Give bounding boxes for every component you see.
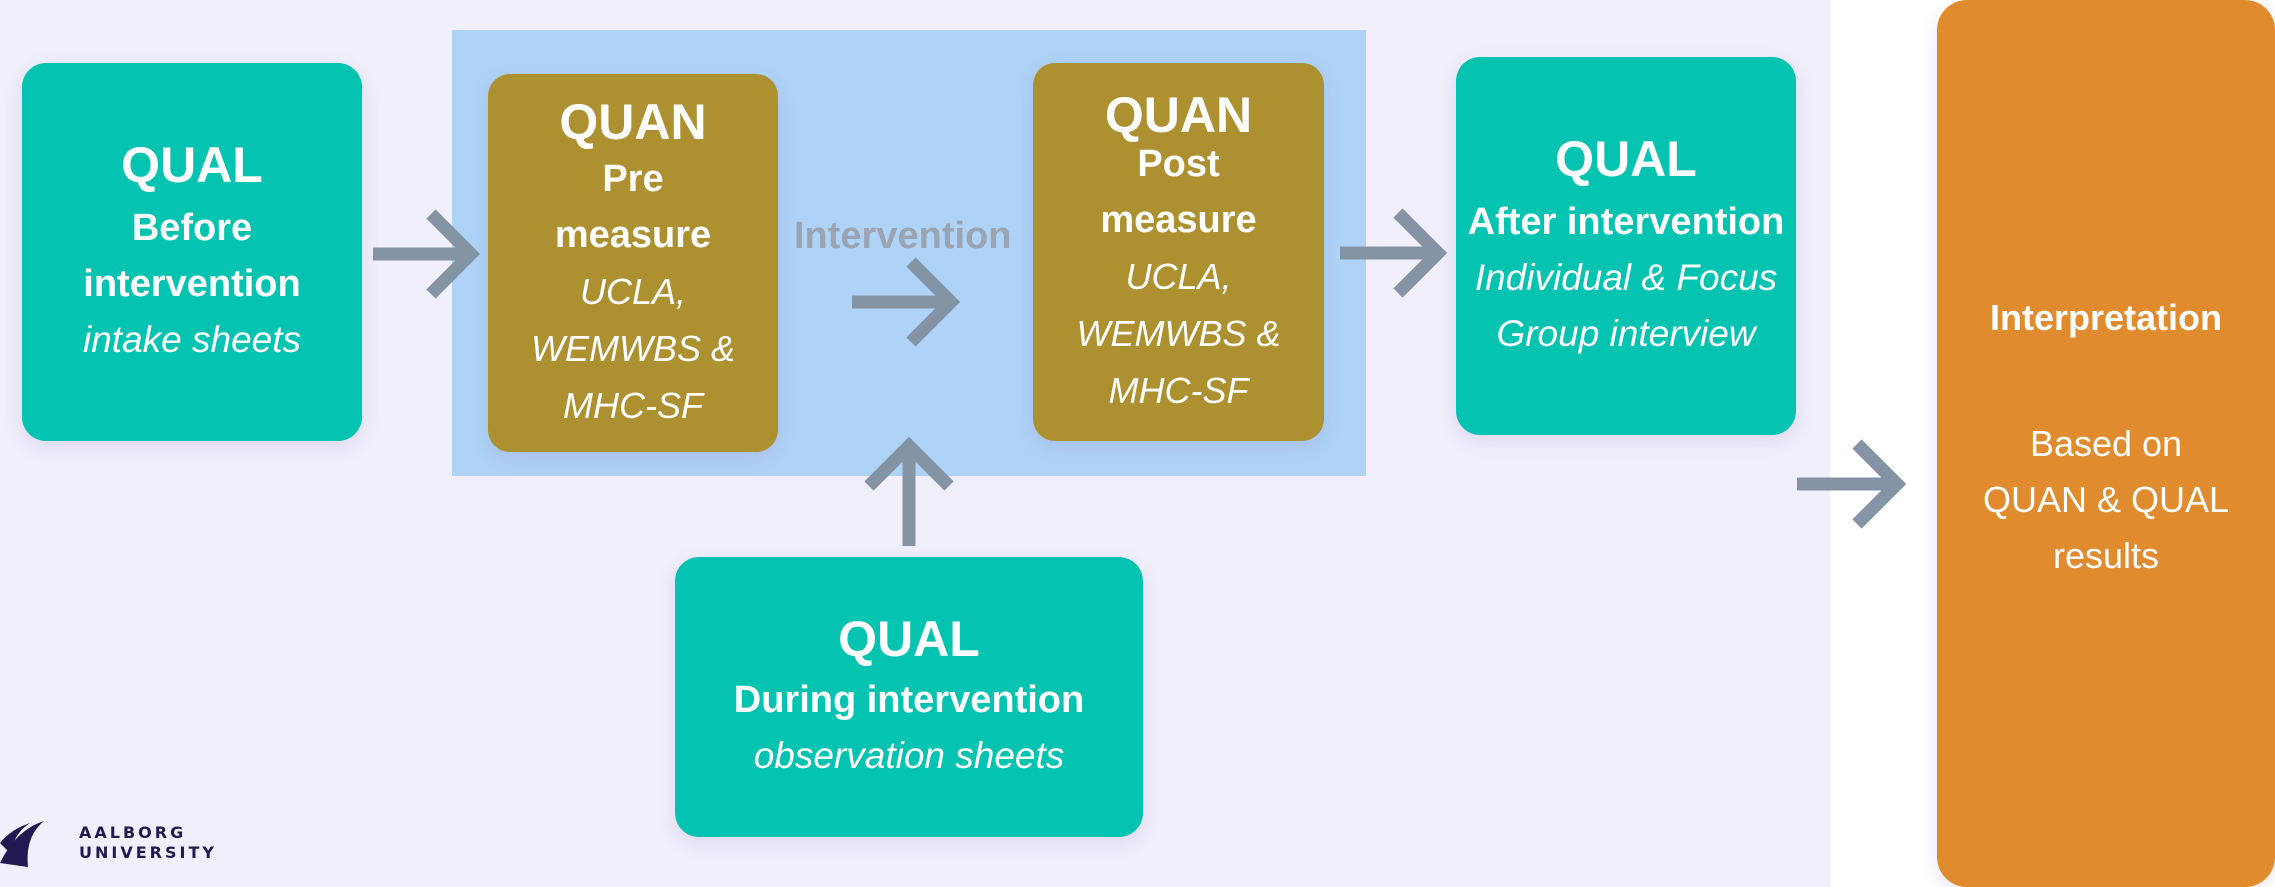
- interpretation-line2: QUAN & QUAL: [1982, 479, 2230, 520]
- quan-pre-line1: Pre: [602, 157, 664, 200]
- quan-post-title: QUAN: [1104, 86, 1253, 143]
- quan-pre-box: QUAN Pre measure UCLA, WEMWBS & MHC-SF: [488, 74, 778, 452]
- intervention-label: Intervention: [794, 215, 1012, 257]
- interpretation-line1: Based on: [2029, 423, 2183, 464]
- interpretation-line3: results: [2052, 535, 2160, 576]
- aalborg-wave-icon: [0, 821, 44, 867]
- qual-during-line1: During intervention: [733, 679, 1085, 721]
- qual-before-line2: intervention: [83, 263, 301, 305]
- qual-after-title: QUAL: [1555, 131, 1697, 187]
- arrow-post-to-after: [1340, 208, 1448, 298]
- aalborg-university-logo: AALBORG UNIVERSITY: [0, 815, 214, 875]
- quan-pre-line2: measure: [554, 213, 712, 256]
- arrow-to-interpretation: [1797, 439, 1907, 529]
- quan-post-box: QUAN Post measure UCLA, WEMWBS & MHC-SF: [1033, 63, 1324, 441]
- quan-pre-title: QUAN: [559, 93, 707, 150]
- qual-before-title: QUAL: [121, 137, 263, 193]
- qual-before-line1: Before: [131, 207, 253, 249]
- qual-after-box: QUAL After intervention Individual & Foc…: [1456, 57, 1796, 435]
- qual-during-box: QUAL During intervention observation she…: [675, 557, 1143, 837]
- qual-after-line3: Group interview: [1496, 313, 1756, 354]
- quan-post-line5: MHC-SF: [1108, 369, 1249, 411]
- qual-during-line2: observation sheets: [753, 735, 1065, 776]
- qual-after-line1: After intervention: [1467, 201, 1785, 243]
- qual-after-line2: Individual & Focus: [1474, 257, 1778, 298]
- qual-before-box: QUAL Before intervention intake sheets: [22, 63, 362, 441]
- arrow-before-to-pre: [373, 209, 481, 299]
- quan-pre-line5: MHC-SF: [563, 384, 703, 426]
- quan-post-line2: measure: [1100, 198, 1257, 241]
- qual-during-title: QUAL: [838, 611, 980, 667]
- logo-line2: UNIVERSITY: [79, 843, 217, 862]
- quan-post-line4: WEMWBS &: [1076, 312, 1281, 354]
- quan-post-line1: Post: [1137, 142, 1220, 185]
- interpretation-title: Interpretation: [1989, 297, 2222, 338]
- arrow-during-up: [864, 436, 954, 546]
- interpretation-box: Interpretation Based on QUAN & QUAL resu…: [1937, 0, 2275, 887]
- logo-line1: AALBORG: [79, 823, 187, 842]
- quan-pre-line4: WEMWBS &: [531, 327, 735, 369]
- quan-pre-line3: UCLA,: [579, 270, 687, 312]
- qual-before-line3: intake sheets: [82, 319, 302, 360]
- arrow-intervention: [852, 257, 961, 347]
- quan-post-line3: UCLA,: [1125, 255, 1232, 297]
